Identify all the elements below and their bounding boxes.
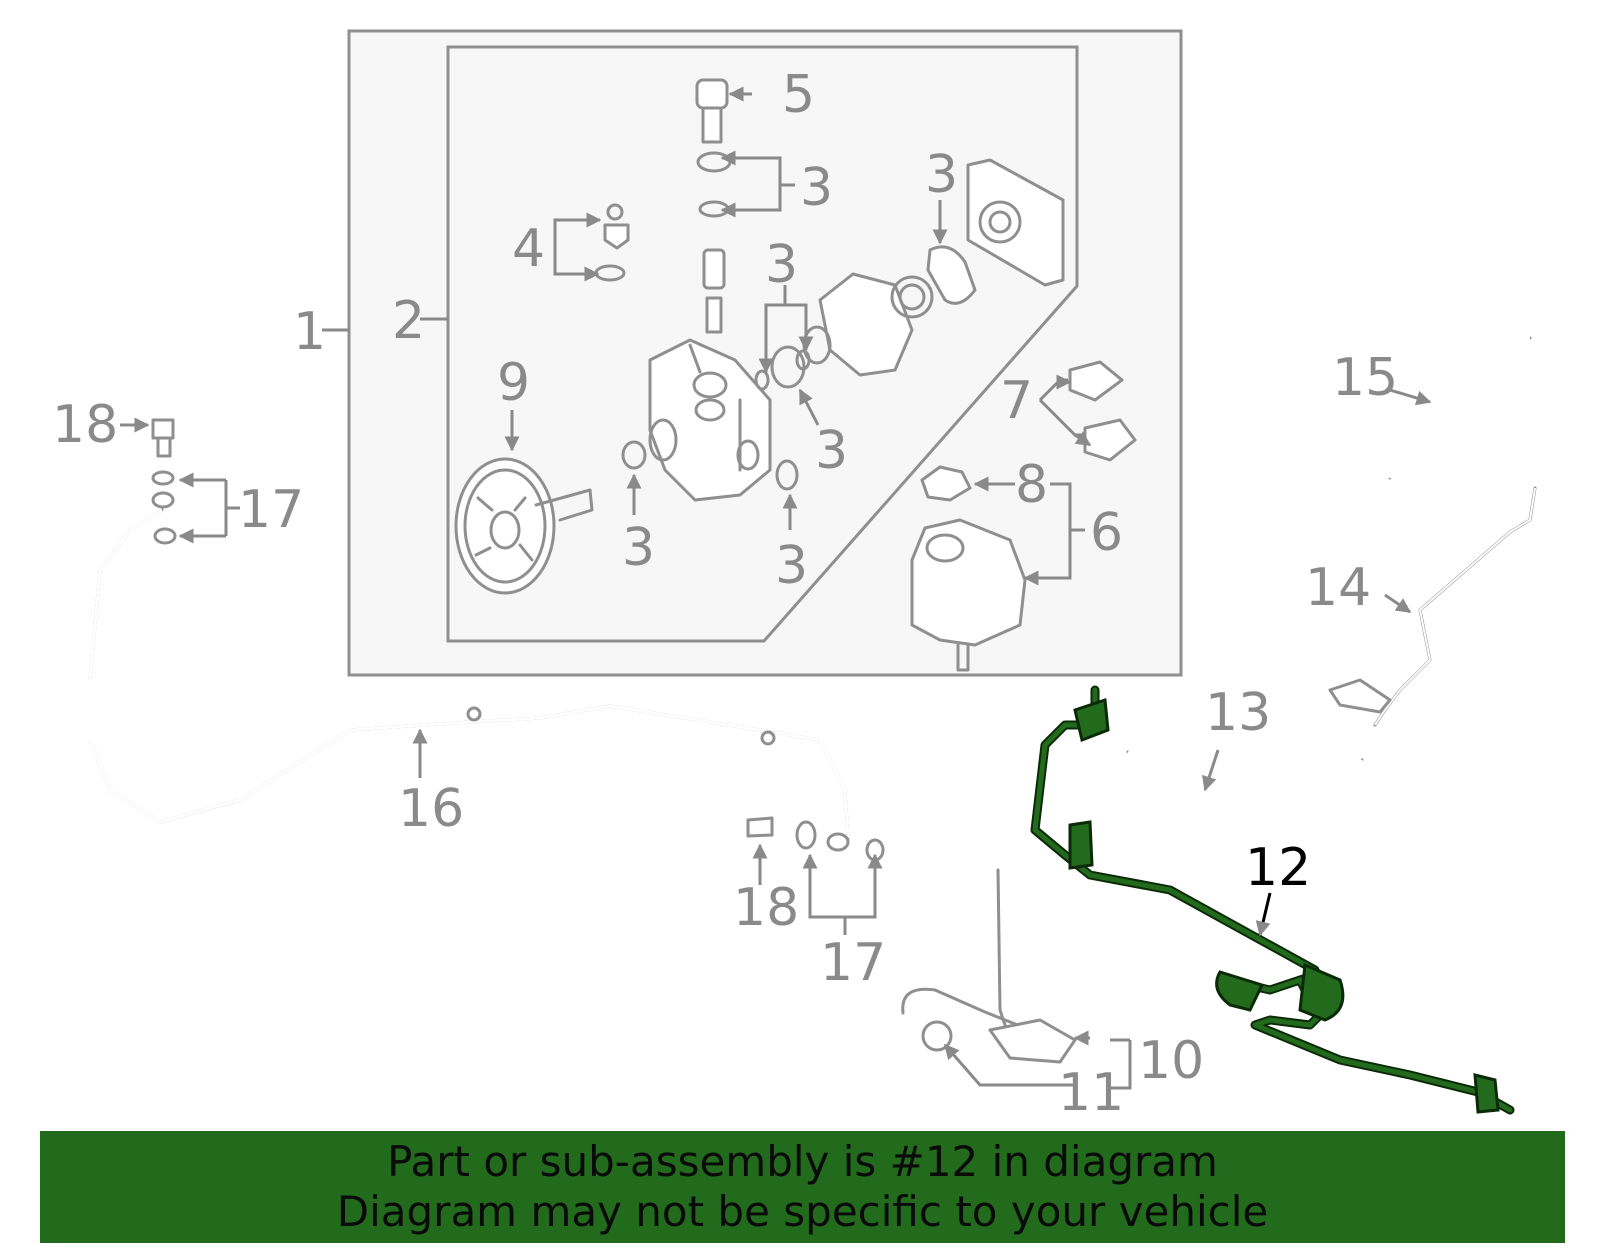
return-hose: [901, 868, 1077, 1064]
return-pipe: [1328, 486, 1537, 727]
banner-line-part-number: Part or sub-assembly is #12 in diagram: [387, 1137, 1218, 1186]
highlighted-part-12: [1030, 685, 1515, 1115]
callout-3: 3: [765, 235, 798, 295]
callout-4: 4: [512, 219, 545, 279]
callout-3: 3: [815, 421, 848, 481]
callout-17: 17: [238, 480, 304, 540]
callout-5: 5: [782, 65, 815, 125]
callout-12-highlighted: 12: [1245, 838, 1311, 898]
callout-11: 11: [1058, 1063, 1124, 1123]
callout-18: 18: [52, 395, 118, 455]
callout-14: 14: [1305, 558, 1371, 618]
callout-13: 13: [1205, 683, 1271, 743]
callout-6: 6: [1090, 503, 1123, 563]
notice-banner: Part or sub-assembly is #12 in diagram D…: [40, 1131, 1565, 1243]
callout-10: 10: [1138, 1031, 1204, 1091]
callout-2: 2: [392, 291, 425, 351]
valve-stack: [695, 78, 732, 334]
cooler-hose: [1126, 749, 1365, 803]
callout-8: 8: [1015, 455, 1048, 515]
suction-hose: [1387, 327, 1532, 480]
callout-15: 15: [1332, 348, 1398, 408]
callout-7: 7: [1000, 371, 1033, 431]
callout-3: 3: [800, 158, 833, 218]
callout-3: 3: [775, 536, 808, 596]
pump-pulley: [454, 457, 594, 595]
callout-3: 3: [925, 145, 958, 205]
pressure-hose: [88, 418, 885, 862]
callout-3: 3: [622, 518, 655, 578]
cam-plate: [621, 245, 977, 491]
banner-line-disclaimer: Diagram may not be specific to your vehi…: [336, 1187, 1269, 1236]
callout-18: 18: [733, 878, 799, 938]
rear-cover: [966, 158, 1065, 287]
callout-16: 16: [398, 779, 464, 839]
callout-9: 9: [497, 353, 530, 413]
callout-17: 17: [820, 933, 886, 993]
pump-body: [648, 338, 772, 502]
callout-labels: 1 2 5 3 3 4 3 9 3 3 3 7 8 6 18 17 16 18 …: [52, 65, 1398, 1123]
leader-lines: [120, 86, 1432, 1090]
callout-1: 1: [293, 302, 326, 362]
reservoir: [910, 465, 1027, 672]
